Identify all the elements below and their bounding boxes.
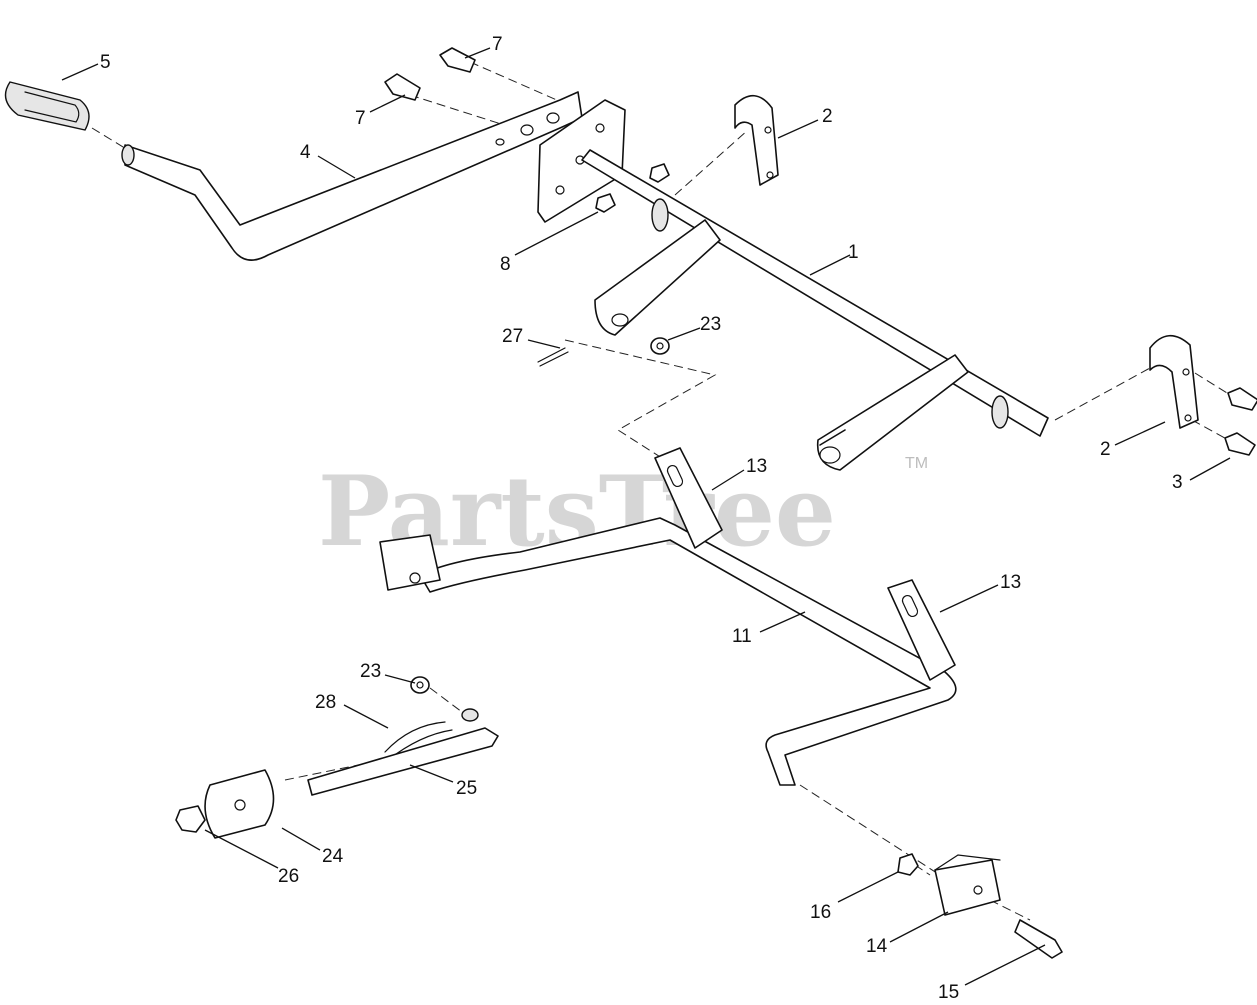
nut-lower-part bbox=[175, 805, 206, 833]
nut-part bbox=[595, 163, 670, 213]
control-lever-part bbox=[121, 91, 583, 261]
callout-5: 5 bbox=[100, 52, 111, 73]
nut-small-part bbox=[897, 853, 919, 876]
rear-bar-part bbox=[379, 517, 957, 786]
side-bracket-upper-part bbox=[734, 94, 779, 186]
cotter-pin-part bbox=[537, 347, 569, 367]
side-bracket-lower-part bbox=[1149, 334, 1199, 429]
callout-2-upper: 2 bbox=[822, 106, 833, 127]
callout-7-upper: 7 bbox=[492, 34, 503, 55]
sleeve-part bbox=[204, 769, 275, 839]
callout-13-upper: 13 bbox=[746, 456, 767, 477]
watermark-tm: TM bbox=[905, 455, 928, 472]
callout-27: 27 bbox=[502, 326, 523, 347]
plate-upper-part bbox=[654, 447, 723, 549]
plate-lower-part bbox=[887, 579, 956, 681]
callout-24: 24 bbox=[322, 846, 344, 867]
grip-part bbox=[4, 81, 90, 131]
callout-28: 28 bbox=[315, 692, 336, 713]
callout-23-lower: 23 bbox=[360, 661, 381, 682]
callout-1: 1 bbox=[848, 242, 859, 263]
washer-upper-part bbox=[650, 337, 670, 355]
callout-8: 8 bbox=[500, 254, 511, 275]
callout-3: 3 bbox=[1172, 472, 1183, 493]
bolt-long-part bbox=[1014, 919, 1063, 959]
callout-labels: 5 7 7 4 2 8 1 23 27 2 3 13 13 11 23 28 2… bbox=[100, 34, 1183, 1003]
callout-26: 26 bbox=[278, 866, 299, 887]
washer-lower-part bbox=[410, 676, 430, 694]
callout-7-lower: 7 bbox=[355, 108, 366, 129]
callout-2-lower: 2 bbox=[1100, 439, 1111, 460]
bolt-right-part bbox=[1224, 387, 1257, 456]
callout-25: 25 bbox=[456, 778, 477, 799]
callout-14: 14 bbox=[866, 936, 888, 957]
callout-11: 11 bbox=[732, 626, 752, 647]
bolt-lower-part bbox=[384, 73, 421, 101]
bolt-upper-part bbox=[439, 47, 476, 73]
callout-13-lower: 13 bbox=[1000, 572, 1021, 593]
pin-part bbox=[307, 708, 499, 796]
callout-16: 16 bbox=[810, 902, 831, 923]
shaft-assembly-part bbox=[581, 149, 1049, 471]
callout-23-upper: 23 bbox=[700, 314, 721, 335]
leader-lines bbox=[61, 47, 1231, 986]
block-part bbox=[934, 854, 1001, 916]
callout-15: 15 bbox=[938, 982, 959, 1003]
callout-4: 4 bbox=[300, 142, 311, 163]
